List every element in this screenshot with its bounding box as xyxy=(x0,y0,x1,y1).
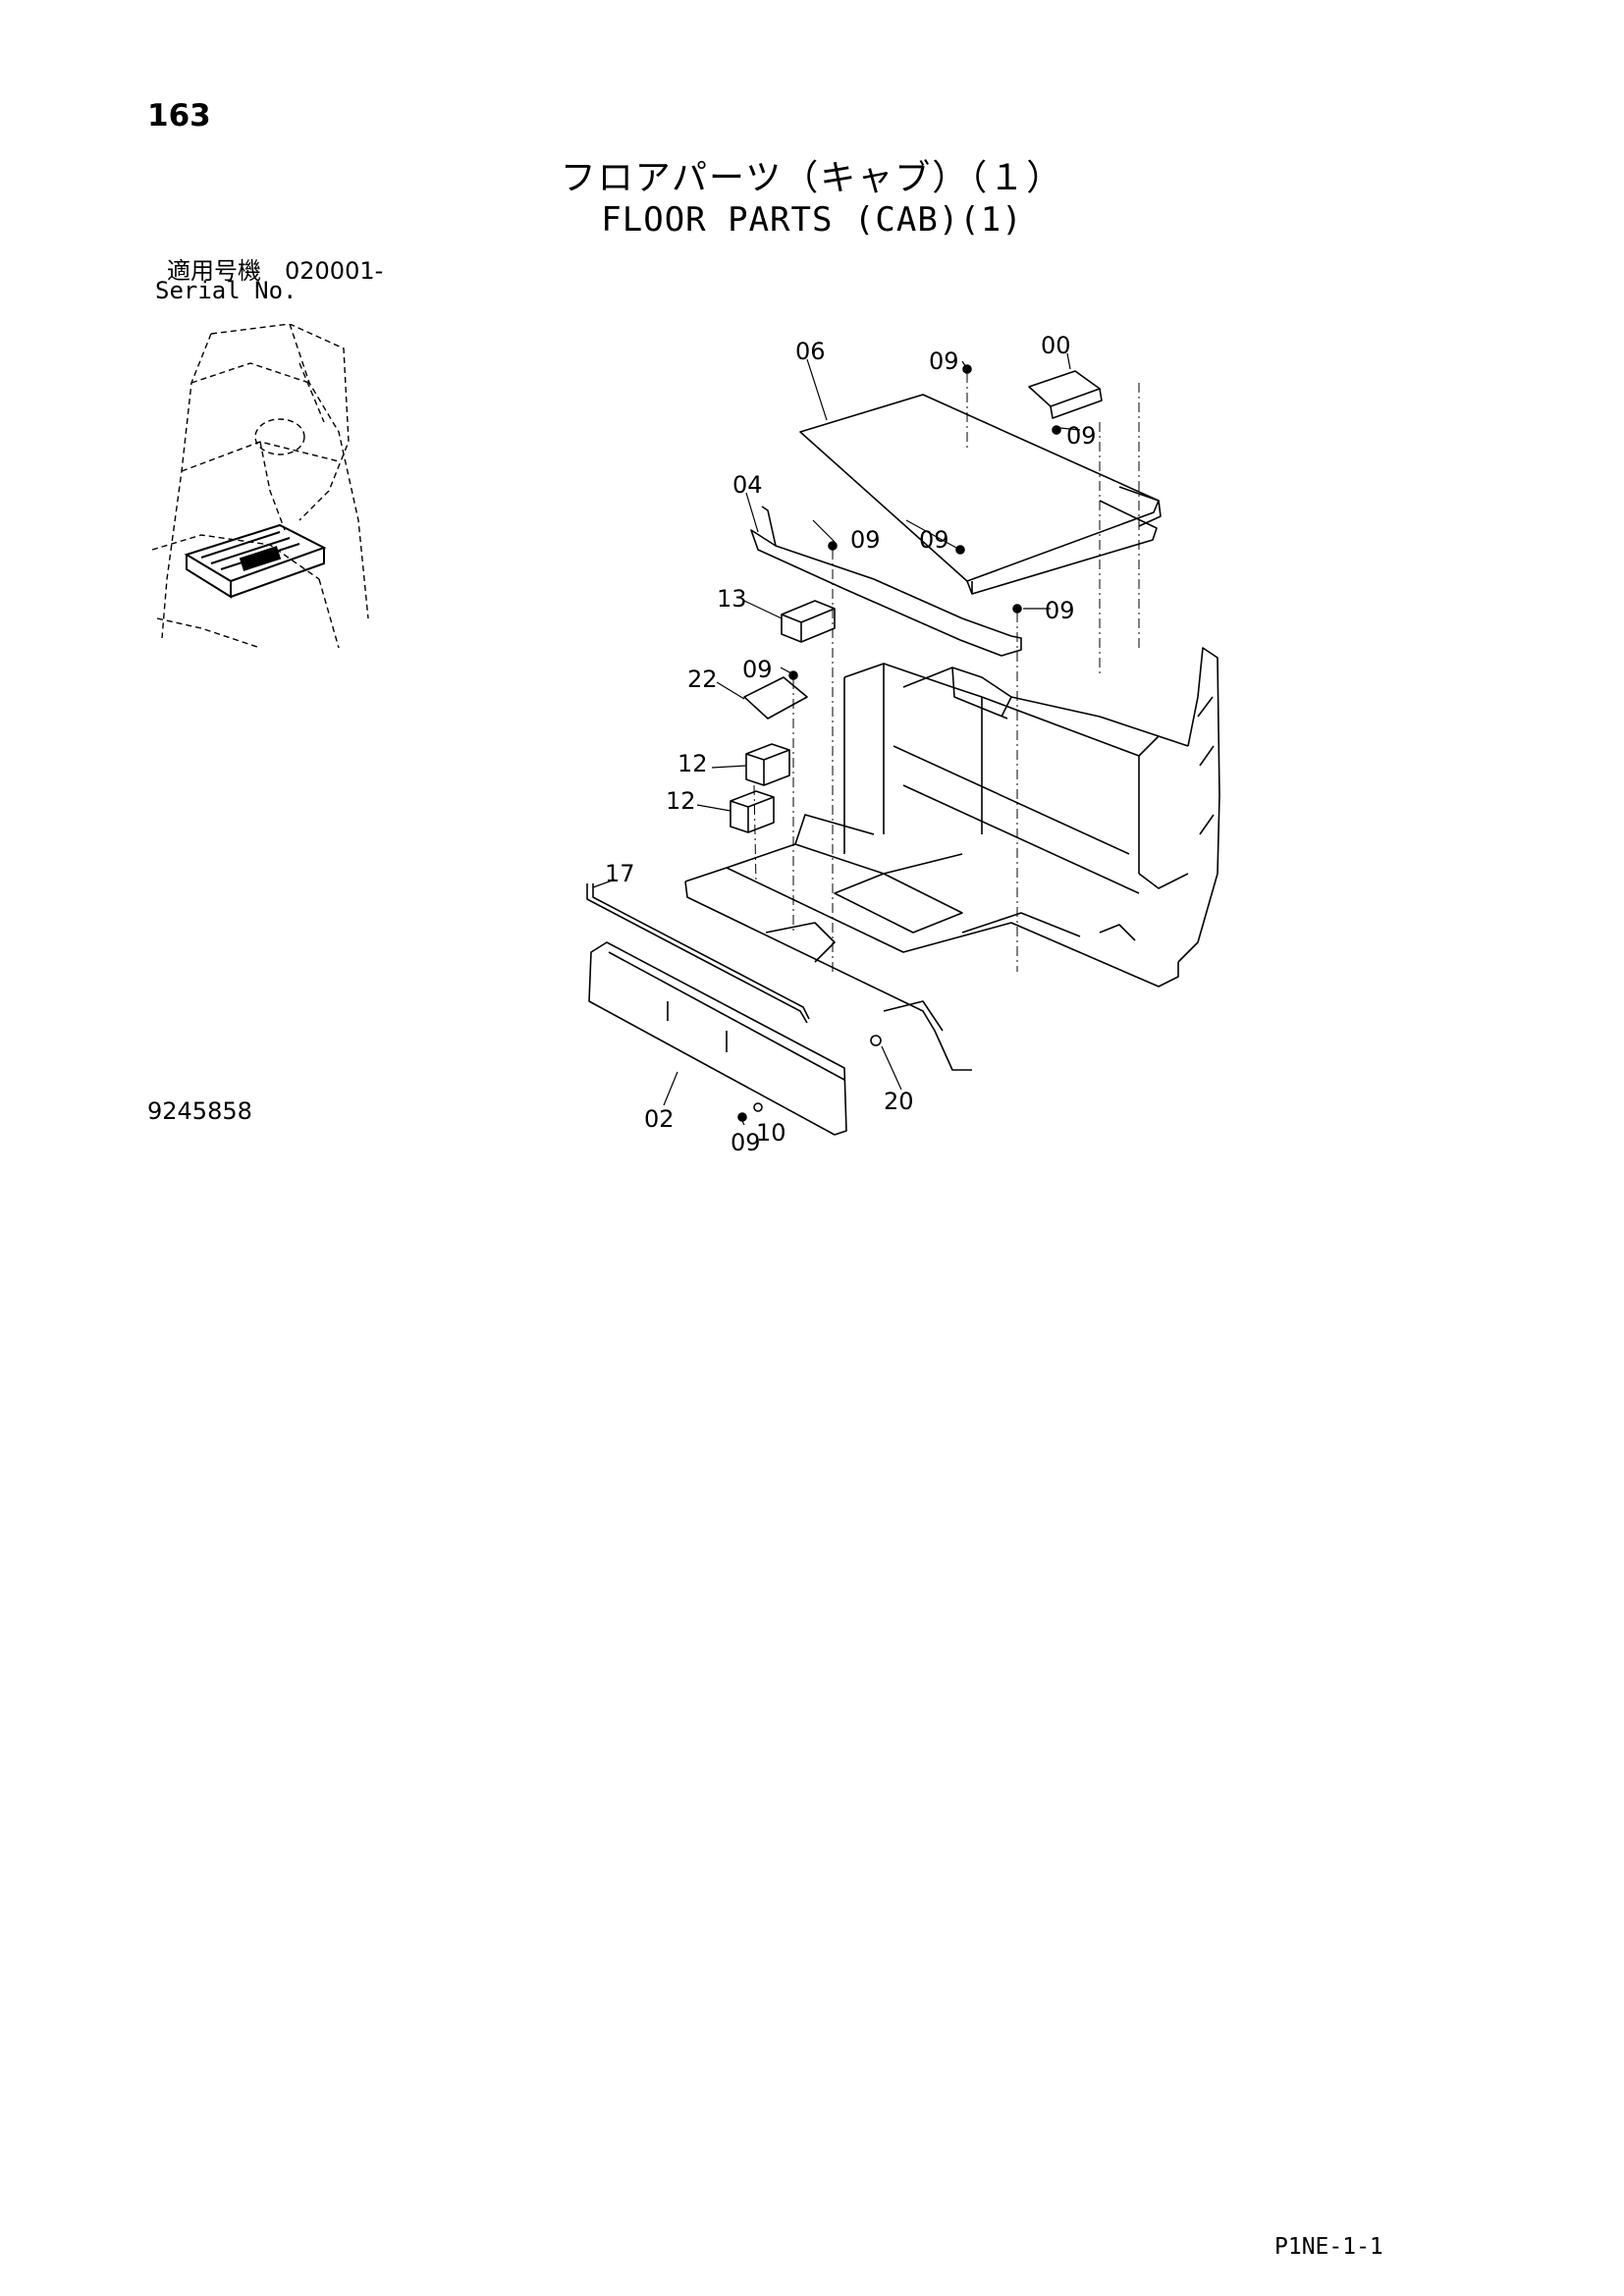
callout-22: 22 xyxy=(687,666,718,693)
callout-02: 02 xyxy=(644,1105,675,1133)
callout-09-e: 09 xyxy=(1045,597,1075,624)
callout-00: 00 xyxy=(1041,332,1071,359)
callout-13: 13 xyxy=(717,585,747,613)
page-title-english: FLOOR PARTS (CAB)(1) xyxy=(601,200,1023,240)
drawing-id: 9245858 xyxy=(147,1097,252,1125)
floor-parts-exploded-drawing: 06 09 00 09 04 09 09 09 13 09 22 12 12 1… xyxy=(586,332,1220,1156)
page-code: P1NE-1-1 xyxy=(1274,2234,1383,2260)
callout-04: 04 xyxy=(732,471,763,499)
locator-thumbnail-illustration xyxy=(151,324,369,649)
page-title-japanese: フロアパーツ（キャブ）（１） xyxy=(560,158,1064,198)
callout-12-a: 12 xyxy=(677,750,708,777)
callout-09-c: 09 xyxy=(850,526,881,554)
callout-09-b: 09 xyxy=(1066,422,1097,450)
serial-number-label-english: Serial No. xyxy=(155,277,298,304)
callout-10: 10 xyxy=(756,1119,786,1147)
page-number: 163 xyxy=(147,98,211,133)
callout-09-a: 09 xyxy=(929,347,959,375)
callout-09-f: 09 xyxy=(742,656,773,683)
callout-20: 20 xyxy=(884,1088,914,1115)
callout-06: 06 xyxy=(795,338,826,365)
callout-09-d: 09 xyxy=(919,526,949,554)
serial-number-label-japanese: 適用号機 020001- xyxy=(167,257,384,285)
callout-12-b: 12 xyxy=(666,787,696,815)
callout-17: 17 xyxy=(605,860,635,887)
callout-09-g: 09 xyxy=(731,1129,761,1156)
